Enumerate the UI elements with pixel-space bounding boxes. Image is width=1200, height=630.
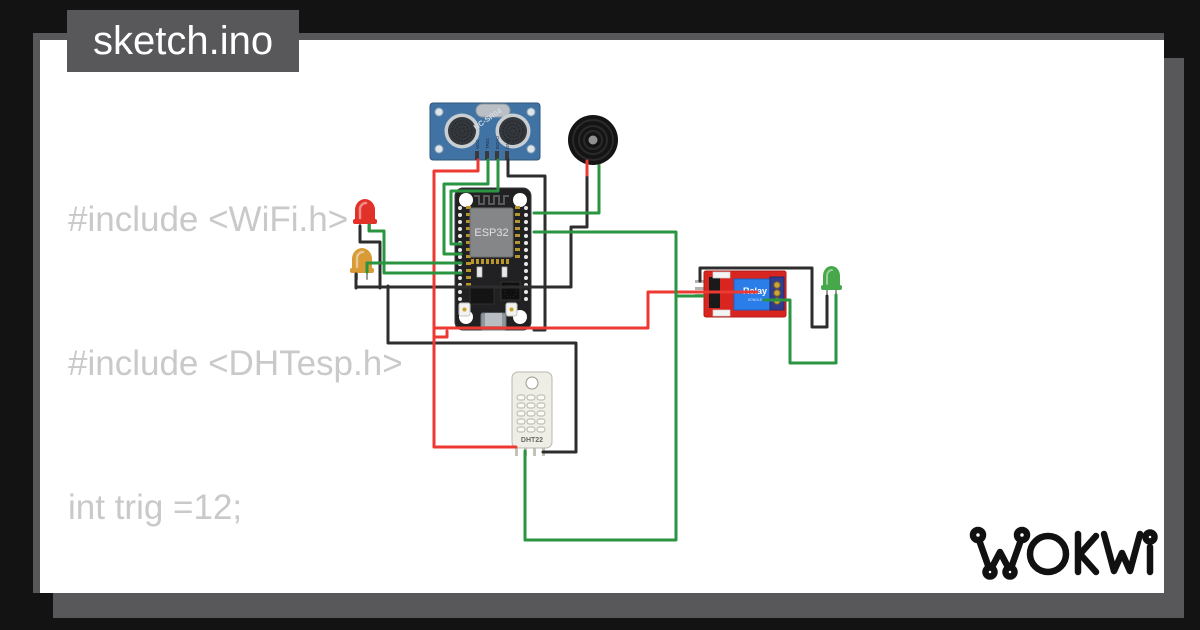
relay-sublabel: SONGLE — [748, 298, 763, 302]
vent-grid — [516, 394, 546, 433]
relay-module: Relay SONGLE — [695, 270, 787, 318]
pin-label-vcc: VCC — [475, 139, 480, 149]
wires — [354, 158, 838, 542]
led-red — [353, 199, 377, 231]
esp32-label: ESP32 — [474, 227, 508, 239]
pin-label-gnd: GND — [505, 138, 510, 149]
wokwi-logo: WOKWI — [969, 526, 1158, 580]
code-snippet: #include <WiFi.h> #include <DHTesp.h> in… — [68, 100, 537, 593]
transducer-right — [495, 113, 531, 149]
pin-label-echo: ECHO — [495, 135, 500, 149]
dht22-sensor: DHT22 — [511, 371, 553, 456]
antenna-icon — [474, 195, 509, 205]
dht-label: DHT22 — [521, 437, 543, 444]
led-green — [821, 266, 842, 298]
ultrasonic-sensor: HC-SR04 VCC TRIG ECHO GND — [429, 102, 541, 161]
pin-label-trig: TRIG — [485, 138, 490, 149]
code-line: #include <DHTesp.h> — [68, 344, 403, 383]
project-card: #include <WiFi.h> #include <DHTesp.h> in… — [33, 33, 1164, 593]
piezo-buzzer — [568, 115, 618, 166]
transducer-left — [444, 113, 480, 149]
gold-pads — [466, 206, 520, 286]
file-name-badge: sketch.ino — [67, 10, 300, 72]
code-line: int trig =12; — [68, 488, 243, 527]
esp32-board: ESP32 — [454, 187, 532, 331]
circuit-diagram: HC-SR04 VCC TRIG ECHO GND — [350, 102, 1158, 580]
shield-pads — [471, 259, 509, 264]
code-line: #include <WiFi.h> — [68, 200, 349, 239]
